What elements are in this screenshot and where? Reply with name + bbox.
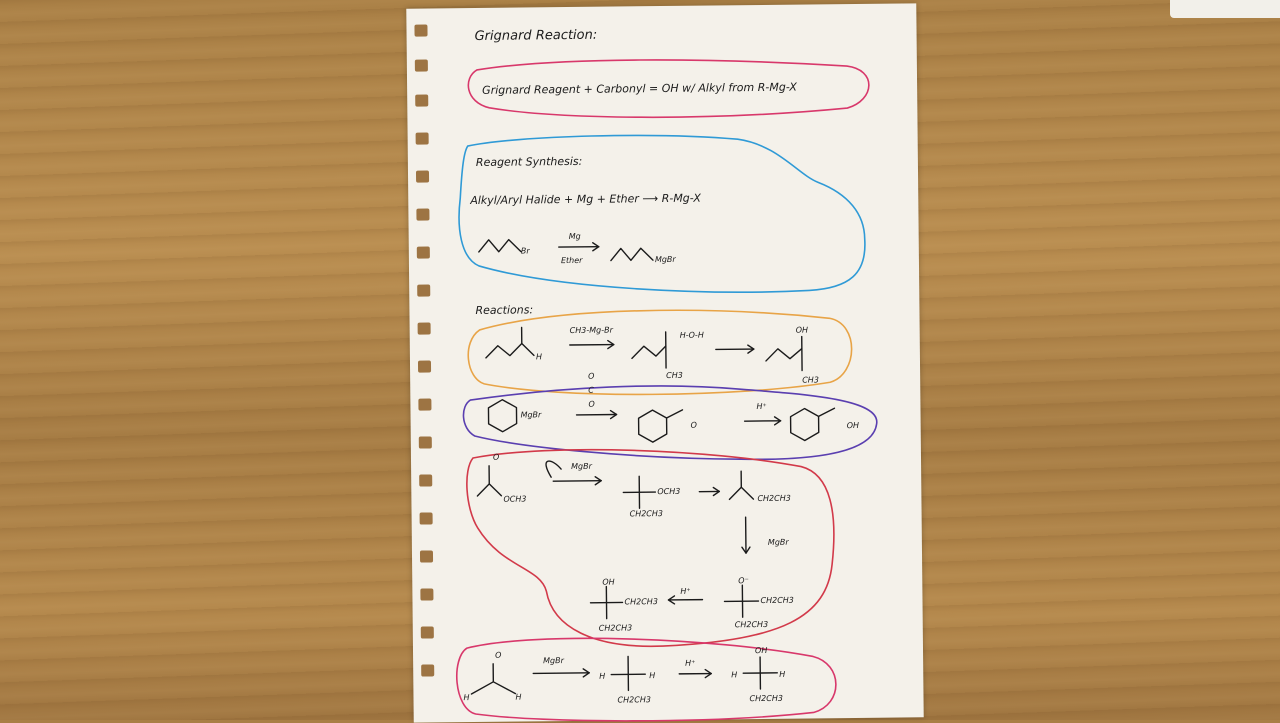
reagent-synthesis-equation: Alkyl/Aryl Halide + Mg + Ether ⟶ R-Mg-X: [469, 192, 701, 207]
r3-ester-o: O: [493, 453, 499, 462]
r4-final-ethyl: CH2CH3: [749, 694, 782, 703]
r3-ethyl: CH2CH3: [630, 509, 663, 518]
r2-benzoate-ring: [638, 410, 666, 442]
r3-alkoxide-ethyl-right: CH2CH3: [760, 596, 793, 605]
r1-reagent: CH3-Mg-Br: [570, 326, 614, 335]
r4-final-h-left: H: [731, 670, 737, 679]
r1-ch3-inter: CH3: [666, 371, 683, 380]
r1-h: H: [536, 352, 542, 361]
r3-alcohol-ethyl-bottom: CH2CH3: [599, 623, 632, 632]
r3-arrow-1: [553, 481, 601, 482]
purple-outline: [463, 384, 877, 463]
r1-oh: OH: [796, 326, 808, 335]
r3-reagent: MgBr: [571, 462, 593, 471]
r4-final-oh: OH: [755, 646, 767, 655]
r3-och3: OCH3: [503, 494, 526, 503]
background-paper-scrap: [1170, 0, 1280, 18]
r4-reagent: MgBr: [543, 656, 565, 665]
r3-acid: H⁺: [680, 587, 690, 596]
r4-inter-ethyl: CH2CH3: [617, 695, 650, 704]
r2-acid: H⁺: [756, 402, 766, 411]
r4-acid: H⁺: [685, 659, 695, 668]
page-title: Grignard Reaction:: [474, 28, 597, 44]
arrow-top-label: Mg: [569, 232, 581, 241]
r1-acid: H-O-H: [680, 331, 704, 340]
r1-alcohol: [766, 349, 802, 361]
r4-h-left: H: [463, 693, 469, 702]
r3-inter-och3: OCH3: [657, 487, 680, 496]
r2-mgbr: MgBr: [520, 410, 542, 419]
r4-inter-h-right: H: [649, 671, 655, 680]
grignard-zigzag: [611, 248, 653, 260]
r3-ester: [477, 484, 501, 496]
pink-outline-bottom: [456, 636, 836, 723]
handwritten-notes: Grignard Reaction: Grignard Reagent + Ca…: [406, 3, 923, 722]
reagent-synthesis-heading: Reagent Synthesis:: [476, 155, 583, 169]
r3-reagent2: MgBr: [768, 538, 790, 547]
r3-ketone: [729, 487, 753, 499]
r3-alcohol-ethyl-right: CH2CH3: [624, 597, 657, 606]
r2-co2-mid: C: [588, 386, 594, 395]
summary-text: Grignard Reagent + Carbonyl = OH w/ Alky…: [482, 81, 797, 97]
r4-h-right: H: [515, 693, 521, 702]
r4-final-h-right: H: [779, 670, 785, 679]
r3-curved-arrow: [546, 461, 561, 477]
r3-alkoxide-ethyl-bottom: CH2CH3: [735, 620, 768, 629]
r4-arrow-1: [533, 673, 589, 674]
r2-oh: OH: [847, 421, 859, 430]
r1-ch3: CH3: [802, 375, 819, 384]
r4-inter-h-left: H: [599, 672, 605, 681]
butyl-bromide-zigzag: [479, 240, 521, 252]
r3-alkoxide-o: O⁻: [738, 576, 749, 585]
arrow-bottom-label: Ether: [561, 256, 583, 265]
red-outline: [467, 447, 836, 648]
notebook-sheet: Grignard Reaction: Grignard Reagent + Ca…: [406, 3, 923, 722]
r4-formaldehyde: [471, 682, 515, 694]
r2-co2-top: O: [588, 372, 594, 381]
r4-aldehyde-o: O: [495, 651, 501, 660]
r2-co2-bot: O: [588, 400, 594, 409]
r3-ketone-ethyl: CH2CH3: [757, 494, 790, 503]
r3-alcohol-oh: OH: [602, 578, 614, 587]
r2-carboxylate-o: O: [691, 421, 697, 430]
bromine-label: Br: [521, 246, 531, 255]
r2-benzoic-ring: [790, 408, 818, 440]
r1-alkoxide: [632, 346, 666, 358]
mgbr-label: MgBr: [655, 255, 677, 264]
reactions-heading: Reactions:: [475, 303, 533, 317]
r2-benzene: [488, 400, 516, 432]
r1-aldehyde: [486, 343, 534, 358]
